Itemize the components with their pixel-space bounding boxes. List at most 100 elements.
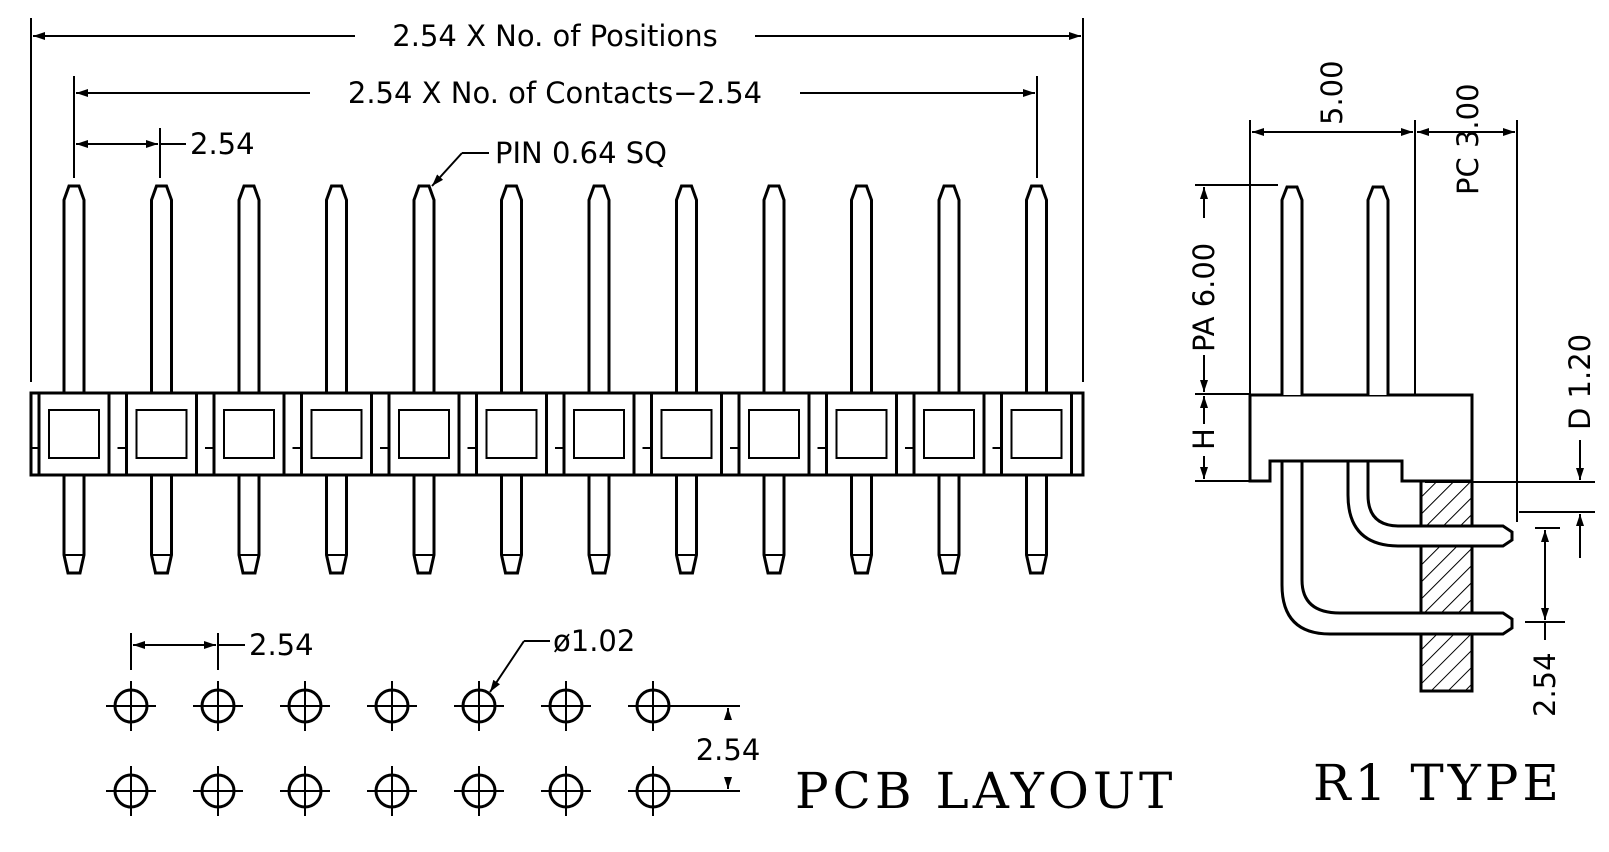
pin-outline — [412, 184, 436, 575]
r1-pin-upper — [1280, 185, 1304, 395]
pcb-hole — [106, 766, 156, 816]
housing-cell — [912, 391, 986, 477]
housing-cell — [37, 391, 111, 477]
pcb-hole — [628, 681, 678, 731]
pcb-hole — [628, 766, 678, 816]
r1-pitch-label: 2.54 — [1528, 652, 1562, 717]
pitch-label: 2.54 — [190, 127, 255, 161]
pin — [237, 184, 261, 575]
housing-window — [660, 409, 713, 459]
pin — [412, 184, 436, 575]
pcb-hole — [280, 766, 330, 816]
pin — [675, 184, 698, 575]
dim-h: H — [1187, 396, 1221, 479]
pin-outline — [587, 184, 611, 575]
pin-outline — [62, 184, 86, 575]
pin-callout: PIN 0.64 SQ — [431, 136, 667, 187]
housing-cell — [650, 391, 723, 477]
pcb-hole — [541, 681, 591, 731]
pin — [762, 184, 786, 575]
housing-window — [310, 409, 363, 459]
pin-label: PIN 0.64 SQ — [495, 136, 667, 170]
pin-outline — [325, 184, 348, 575]
pin-outline — [762, 184, 786, 575]
housing-cell — [475, 391, 548, 477]
dim-width: 5.00 — [1252, 60, 1413, 136]
pins — [62, 184, 1048, 575]
pin — [62, 184, 86, 575]
housing-window — [835, 409, 888, 459]
housing-cell — [1000, 391, 1073, 477]
r1-type-title: R1 TYPE — [1313, 754, 1563, 812]
front-view: 2.54 X No. of Positions 2.54 X No. of Co… — [29, 18, 1085, 575]
r1-side-view: 5.00 PC 3.00 PA 6.00 H D 1.20 — [1187, 60, 1597, 812]
dim-pc: PC 3.00 — [1417, 83, 1515, 195]
housing-window — [135, 409, 188, 459]
housing-window — [485, 409, 538, 459]
housing-cell — [737, 391, 811, 477]
pcb-hole — [193, 681, 243, 731]
pin-outline — [937, 184, 961, 575]
pcb-hole — [193, 766, 243, 816]
pcb-hole — [367, 766, 417, 816]
housing-cell — [300, 391, 373, 477]
pin — [937, 184, 961, 575]
width-label: 5.00 — [1315, 60, 1349, 125]
pin-outline — [675, 184, 698, 575]
h-label: H — [1187, 428, 1221, 450]
r1-bent-pin — [1346, 459, 1514, 548]
housing-cell — [125, 391, 198, 477]
housing-outline — [29, 391, 1085, 477]
housing-window — [573, 409, 625, 459]
pcb-hole — [106, 681, 156, 731]
pin — [325, 184, 348, 575]
housing-window — [398, 409, 450, 459]
pin-outline — [850, 184, 873, 575]
r1-pin-upper — [1366, 185, 1390, 395]
dim-r1-pitch: 2.54 — [1525, 527, 1565, 717]
pin-outline — [237, 184, 261, 575]
housing-cell — [387, 391, 461, 477]
pa-label: PA 6.00 — [1187, 243, 1221, 352]
pcb-hole — [367, 681, 417, 731]
row-pitch-label: 2.54 — [696, 733, 761, 767]
contacts-label: 2.54 X No. of Contacts−2.54 — [348, 76, 762, 110]
housing-window — [48, 409, 100, 459]
dim-pa: PA 6.00 — [1187, 187, 1221, 392]
pin — [150, 184, 173, 575]
housing-cell — [562, 391, 636, 477]
pin — [850, 184, 873, 575]
pcb-hole — [280, 681, 330, 731]
housing-window — [1010, 409, 1063, 459]
pcb-hole — [454, 766, 504, 816]
r1-bent-pin — [1280, 459, 1514, 636]
hole-callout: ø1.02 — [489, 624, 635, 693]
housing-cell — [825, 391, 898, 477]
pin-outline — [1025, 184, 1048, 575]
hole-label: ø1.02 — [553, 624, 635, 658]
dim-contacts: 2.54 X No. of Contacts−2.54 — [76, 76, 1035, 110]
r1-housing — [1248, 393, 1474, 483]
housing-window — [748, 409, 800, 459]
dim-row-pitch: 2.54 — [661, 705, 761, 792]
d-label: D 1.20 — [1563, 334, 1597, 430]
pc-label: PC 3.00 — [1451, 83, 1485, 195]
pcb-layout-title: PCB LAYOUT — [795, 762, 1176, 820]
housing — [29, 391, 1085, 477]
dim-positions: 2.54 X No. of Positions — [33, 19, 1081, 53]
housing-window — [223, 409, 275, 459]
pcb-hole — [541, 766, 591, 816]
pcb-layout: 2.54 ø1.02 2.54 PCB LAYOUT — [106, 624, 1176, 820]
pcb-pitch-label: 2.54 — [249, 628, 314, 662]
pin-outline — [500, 184, 523, 575]
dim-pcb-pitch: 2.54 — [130, 628, 314, 670]
pin — [1025, 184, 1048, 575]
housing-cell — [212, 391, 286, 477]
positions-label: 2.54 X No. of Positions — [392, 19, 717, 53]
pin-outline — [150, 184, 173, 575]
dim-pitch: 2.54 — [76, 127, 255, 161]
pin — [500, 184, 523, 575]
hole-grid — [106, 681, 678, 816]
housing-window — [923, 409, 975, 459]
